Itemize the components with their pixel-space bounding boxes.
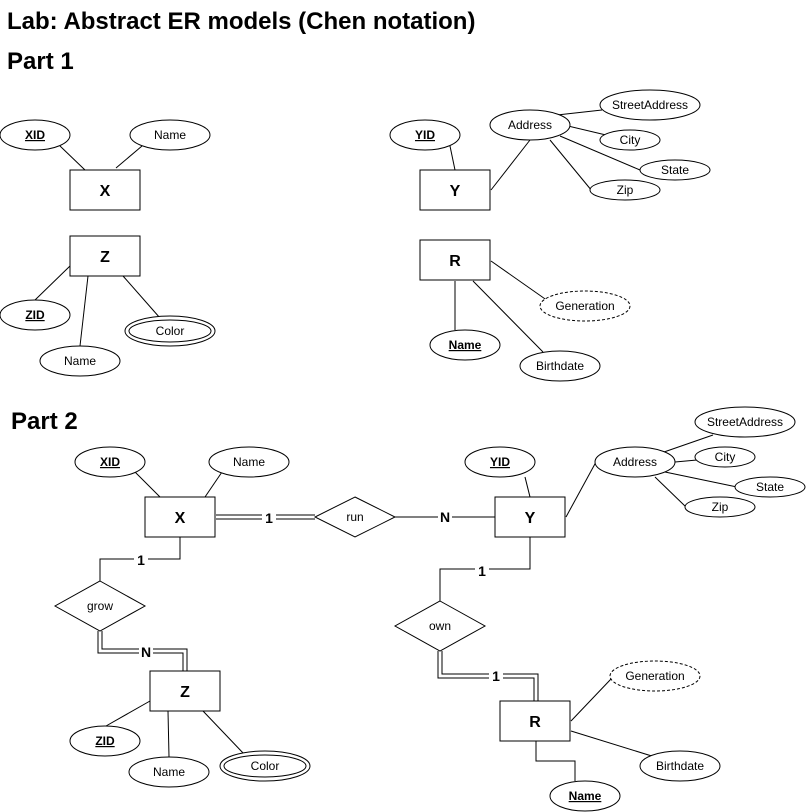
p2-attr-r-name: [549, 780, 621, 812]
p1-attr-zip: [589, 179, 661, 201]
p2-attr-color-inner: [223, 754, 307, 778]
p2-entity-z-label: Z: [180, 684, 190, 701]
p2-attr-street: [694, 406, 796, 438]
p1-attr-state: [639, 159, 711, 181]
p2-card-own-r: 1: [492, 668, 500, 684]
p2-rel-grow-label: grow: [87, 599, 113, 613]
p1-entity-r-label: R: [449, 253, 461, 270]
p2-attr-r-name-label: Name: [569, 789, 602, 803]
p2-rel-run: [313, 496, 397, 538]
p2-attr-city-label: City: [715, 450, 736, 464]
p1-attr-street: [599, 89, 701, 121]
p2-attr-generation-label: Generation: [625, 669, 684, 683]
p1-attr-zid: [0, 299, 71, 331]
p2-card-grow-z: N: [141, 644, 151, 660]
part2-diagram: X XID Name run 1 N Y YID Address StreetA…: [53, 406, 806, 812]
p2-attr-zip-label: Zip: [712, 500, 729, 514]
p1-attr-yid: [389, 119, 461, 151]
p2-attr-x-name: [208, 446, 290, 478]
p1-attr-birthdate: [519, 350, 601, 382]
p1-attr-x-name: [129, 119, 211, 151]
p2-card-own-y: 1: [478, 563, 486, 579]
p2-attr-state: [734, 476, 806, 498]
p1-attr-state-label: State: [661, 163, 689, 177]
p2-attr-zid: [69, 725, 141, 757]
p1-attr-color-label: Color: [156, 324, 185, 338]
p1-attr-address-label: Address: [508, 118, 552, 132]
p2-attr-city: [694, 446, 756, 468]
p1-entity-z-label: Z: [100, 249, 110, 266]
p1-attr-r-name-label: Name: [449, 338, 482, 352]
p1-entity-y: [419, 169, 491, 211]
p2-attr-state-label: State: [756, 480, 784, 494]
p2-rel-own: [393, 600, 487, 652]
p2-entity-r-label: R: [529, 714, 541, 731]
p1-attr-city-label: City: [620, 133, 641, 147]
p2-rel-run-label: run: [346, 510, 363, 524]
p2-attr-zid-label: ZID: [95, 734, 115, 748]
p1-entity-x: [69, 169, 141, 211]
p2-entity-x-label: X: [175, 510, 186, 527]
p2-attr-zip: [684, 496, 756, 518]
p2-attr-address: [594, 446, 676, 478]
p1-entity-x-label: X: [100, 183, 111, 200]
p1-attr-generation: [539, 290, 631, 322]
p1-attr-address: [489, 109, 571, 141]
p2-entity-r: [499, 700, 571, 742]
p2-card-run-x: 1: [265, 510, 273, 526]
p1-attr-xid-label: XID: [25, 128, 45, 142]
p1-attr-yid-label: YID: [415, 128, 435, 142]
p1-attr-z-name-label: Name: [64, 354, 96, 368]
p2-entity-y-label: Y: [525, 510, 536, 527]
p1-attr-zip-label: Zip: [617, 183, 634, 197]
p1-entity-z: [69, 235, 141, 277]
p2-attr-z-name-label: Name: [153, 765, 185, 779]
p1-entity-y-label: Y: [450, 183, 461, 200]
p1-attr-z-name: [39, 345, 121, 377]
p2-attr-birthdate-label: Birthdate: [656, 759, 704, 773]
part1-diagram: X XID Name Y YID Address StreetAddress C…: [0, 89, 711, 382]
p1-attr-city: [599, 129, 661, 151]
p1-attr-color-inner: [128, 319, 212, 343]
p2-entity-x: [144, 496, 216, 538]
p2-attr-address-label: Address: [613, 455, 657, 469]
part2-heading: Part 2: [11, 408, 78, 435]
p2-entity-z: [149, 670, 221, 712]
p1-attr-zid-label: ZID: [25, 308, 45, 322]
p2-attr-birthdate: [639, 750, 721, 782]
p2-attr-xid-label: XID: [100, 455, 120, 469]
p1-attr-r-name: [429, 329, 501, 361]
p2-rel-own-label: own: [429, 619, 451, 633]
p1-attr-street-label: StreetAddress: [612, 98, 688, 112]
p2-attr-z-name: [128, 756, 210, 788]
p1-attr-generation-label: Generation: [555, 299, 614, 313]
p2-attr-generation: [609, 660, 701, 692]
p2-attr-yid-label: YID: [490, 455, 510, 469]
p2-attr-yid: [464, 446, 536, 478]
p1-entity-r: [419, 239, 491, 281]
p1-attr-x-name-label: Name: [154, 128, 186, 142]
p1-attr-birthdate-label: Birthdate: [536, 359, 584, 373]
part1-heading: Part 1: [7, 48, 74, 75]
p2-attr-x-name-label: Name: [233, 455, 265, 469]
p1-attr-xid: [0, 119, 71, 151]
p2-entity-y: [494, 496, 566, 538]
p2-attr-color-label: Color: [251, 759, 280, 773]
p2-card-run-y: N: [440, 509, 450, 525]
p2-card-grow-x: 1: [137, 552, 145, 568]
p2-attr-xid: [74, 446, 146, 478]
page-title: Lab: Abstract ER models (Chen notation): [7, 8, 475, 35]
p2-attr-street-label: StreetAddress: [707, 415, 783, 429]
p2-rel-grow: [53, 580, 147, 632]
